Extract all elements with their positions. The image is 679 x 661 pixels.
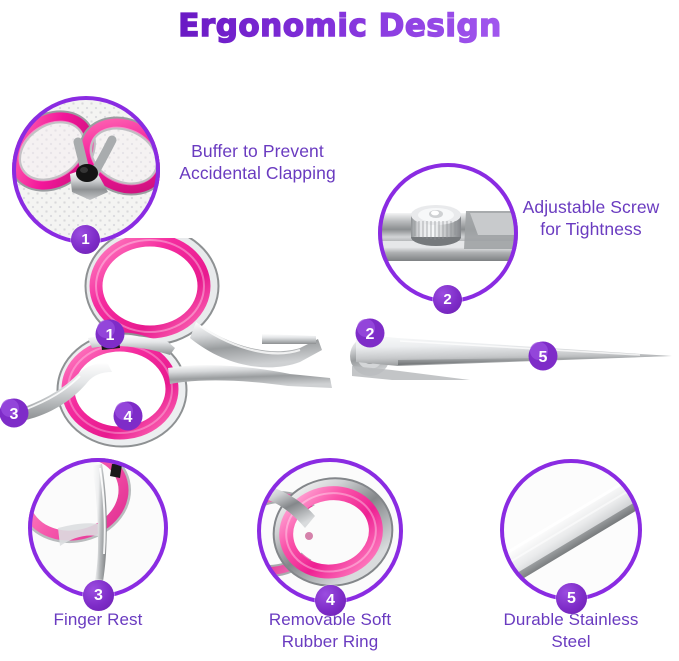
callout-1-scissor-detail [12,110,160,200]
callout-2-image [378,163,518,303]
title-artwork: Ergonomic Design Ergonomic Design Ergono… [176,6,503,46]
product-marker-1: 1 [106,327,115,344]
callout-1-image [12,96,160,244]
feature-label-5: Durable Stainless Steel [478,609,664,653]
callout-4-image [257,458,403,604]
title-text-outline: Ergonomic Design [178,8,502,44]
feature-label-2-line1: Adjustable Screw [522,197,660,217]
callout-2-screw-detail [378,205,518,261]
feature-label-1-line1: Buffer to Prevent [191,141,324,161]
callout-badge-5: 5 [556,583,587,614]
black-buffer-stopper [76,164,98,182]
feature-label-2-line2: for Tightness [540,219,642,240]
callout-badge-3: 3 [83,580,114,611]
callout-circle-2: 2 [378,163,518,314]
title-text-fill: Ergonomic Design [178,8,502,44]
callout-circle-1: 1 [12,96,160,254]
feature-label-3-line1: Finger Rest [53,610,143,629]
product-badge-group: 1 2 3 4 5 [0,318,558,431]
product-marker-5: 5 [539,349,548,366]
title-text-stroke: Ergonomic Design [178,8,502,44]
feature-label-1: Buffer to Prevent Accidental Clapping [155,140,360,185]
callout-circle-5: 5 [500,459,642,614]
upper-shank [190,322,322,368]
feature-label-5-line2: Steel [551,631,591,651]
lower-shank [168,365,332,388]
blade-edge [500,480,642,596]
feature-label-2: Adjustable Screw for Tightness [503,196,679,241]
finger-rest [22,363,112,420]
feature-label-4-line1: Removable Soft [268,610,392,629]
removable-pink-ring [279,486,383,579]
callout-badge-4: 4 [315,585,346,616]
feature-label-4: Removable Soft Rubber Ring [240,609,420,653]
callout-5-blade-detail [500,459,642,601]
feature-label-1-line2: Accidental Clapping [179,163,336,184]
callout-3-fingerrest-detail [28,458,168,598]
callout-5-image [500,459,642,601]
page-title: Ergonomic Design Ergonomic Design Ergono… [0,2,679,48]
tension-knob [411,205,461,246]
callout-badge-2: 2 [433,285,462,314]
product-marker-3: 3 [10,406,19,423]
callout-4-rubberring-detail [257,458,403,604]
feature-label-5-line1: Durable Stainless [503,610,639,629]
callout-circle-3: 3 [28,458,168,611]
callout-3-image [28,458,168,598]
callout-circle-4: 4 [257,458,403,616]
product-marker-2: 2 [366,326,375,343]
callout-badge-1: 1 [71,225,100,254]
product-marker-4: 4 [124,409,133,426]
feature-label-4-line2: Rubber Ring [281,631,379,651]
feature-label-3: Finger Rest [13,609,183,631]
product-image-scissors: 1 2 3 4 5 [0,238,672,448]
